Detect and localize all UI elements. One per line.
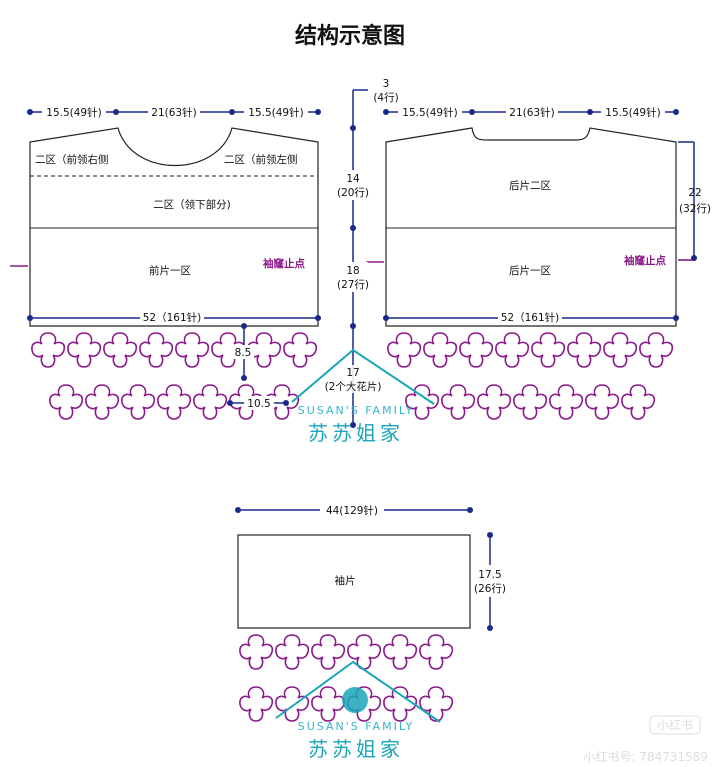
watermark-brand-cn: 苏苏姐家 (308, 421, 404, 445)
page-title: 结构示意图 (295, 23, 405, 49)
flower-motif (239, 634, 274, 670)
watermark-brand-cn-2: 苏苏姐家 (308, 737, 404, 761)
flower-motif (419, 634, 454, 670)
flower-motif (157, 384, 192, 420)
flower-motif (275, 634, 310, 670)
credit: 小红书 小红书号: 784731589 (583, 715, 708, 764)
flower-dimensions: 8.5 10.5 17 (2个大花片) (227, 323, 384, 410)
sleeve-side-rows: (26行) (474, 582, 506, 595)
center-d1-rows: (4行) (373, 91, 398, 104)
flower-motif (31, 332, 66, 368)
flower-motif (121, 384, 156, 420)
yarn-ball-icon (342, 687, 368, 713)
credit-id: 小红书号: 784731589 (583, 749, 708, 764)
back-piece: 后片二区 后片一区 袖窿止点 (366, 127, 694, 327)
flower-motif (387, 332, 422, 368)
back-top-dimension: 15.5(49针) 21(63针) 15.5(49针) (383, 104, 679, 119)
flower-motif (347, 634, 382, 670)
credit-badge: 小红书 (657, 717, 693, 732)
front-top-dimension: 15.5(49针) 21(63针) 15.5(49针) (27, 104, 321, 119)
sleeve-side-value: 17.5 (478, 569, 501, 581)
flower-motif (239, 686, 274, 722)
flower-motif (275, 686, 310, 722)
front-zone2-left: 二区（前领左侧 (224, 153, 298, 166)
back-top-right: 15.5(49针) (605, 106, 660, 119)
sleeve-top-width: 44(129针) (326, 504, 378, 517)
center-d2-rows: (20行) (337, 186, 369, 199)
back-top-mid: 21(63针) (509, 106, 554, 119)
sleeve-label: 袖片 (335, 574, 356, 587)
flower-height: 8.5 (235, 347, 252, 359)
center-d3: 18 (346, 265, 359, 277)
flower-motif (49, 384, 84, 420)
center-d1: 3 (383, 78, 390, 90)
flower-motif (67, 332, 102, 368)
flower-motif (193, 384, 228, 420)
flower-motif (311, 686, 346, 722)
front-top-left: 15.5(49针) (46, 106, 101, 119)
back-bottom-width: 52（161针) (501, 311, 560, 324)
back-zone2: 后片二区 (509, 179, 551, 192)
center-d4-note: (2个大花片) (325, 380, 382, 393)
flower-motif (549, 384, 584, 420)
flower-motif (603, 332, 638, 368)
flower-motif (459, 332, 494, 368)
flower-motif (85, 384, 120, 420)
flower-motif (441, 384, 476, 420)
flower-motif (311, 634, 346, 670)
back-bottom-dimension: 52（161针) (383, 310, 679, 324)
sleeve-side-dimension: 17.5 (26行) (474, 532, 508, 631)
front-bottom-width: 52（161针) (143, 311, 202, 324)
sleeve-piece: 袖片 (237, 534, 471, 629)
flower-motif (139, 332, 174, 368)
flower-motif (419, 686, 454, 722)
front-armhole-label: 袖窿止点 (263, 257, 305, 270)
front-bottom-dimension: 52（161针) (27, 310, 321, 324)
flower-motif (103, 332, 138, 368)
flower-motif (531, 332, 566, 368)
flower-motif (283, 332, 318, 368)
front-zone1: 前片一区 (149, 264, 191, 277)
flower-width: 10.5 (247, 398, 270, 410)
center-d2: 14 (346, 173, 360, 185)
back-top-left: 15.5(49针) (402, 106, 457, 119)
flower-motif (585, 384, 620, 420)
back-armhole-label: 袖窿止点 (624, 254, 666, 267)
center-d3-rows: (27行) (337, 278, 369, 291)
flower-motif (495, 332, 530, 368)
flower-motif (477, 384, 512, 420)
flower-motif (383, 686, 418, 722)
center-dimension: 3 (4行) 14 (20行) 18 (27行) (337, 78, 399, 428)
center-d4: 17 (346, 367, 359, 379)
flower-motif (423, 332, 458, 368)
flower-motif (567, 332, 602, 368)
watermark-top: SUSAN'S FAMILY 苏苏姐家 (291, 348, 435, 445)
back-zone1: 后片一区 (509, 264, 551, 277)
flower-motif (175, 332, 210, 368)
watermark-bottom: SUSAN'S FAMILY 苏苏姐家 (275, 660, 441, 761)
back-side-dimension: 22 (32行) (678, 141, 711, 261)
watermark-brand-en: SUSAN'S FAMILY (298, 404, 414, 417)
back-side-rows: (32行) (679, 202, 711, 215)
front-top-mid: 21(63针) (151, 106, 196, 119)
front-zone2-below: 二区（领下部分) (153, 198, 231, 211)
back-side-value: 22 (688, 187, 701, 199)
front-piece: 二区（前领右侧 二区（前领左侧 二区（领下部分) 前片一区 袖窿止点 (10, 127, 319, 327)
flower-motif (639, 332, 674, 368)
flower-motif (621, 384, 656, 420)
watermark-brand-en-2: SUSAN'S FAMILY (298, 720, 414, 733)
front-zone2-right: 二区（前领右侧 (35, 153, 109, 166)
flower-motif (513, 384, 548, 420)
sleeve-top-dimension: 44(129针) (235, 502, 473, 517)
flower-motif (383, 634, 418, 670)
front-top-right: 15.5(49针) (248, 106, 303, 119)
